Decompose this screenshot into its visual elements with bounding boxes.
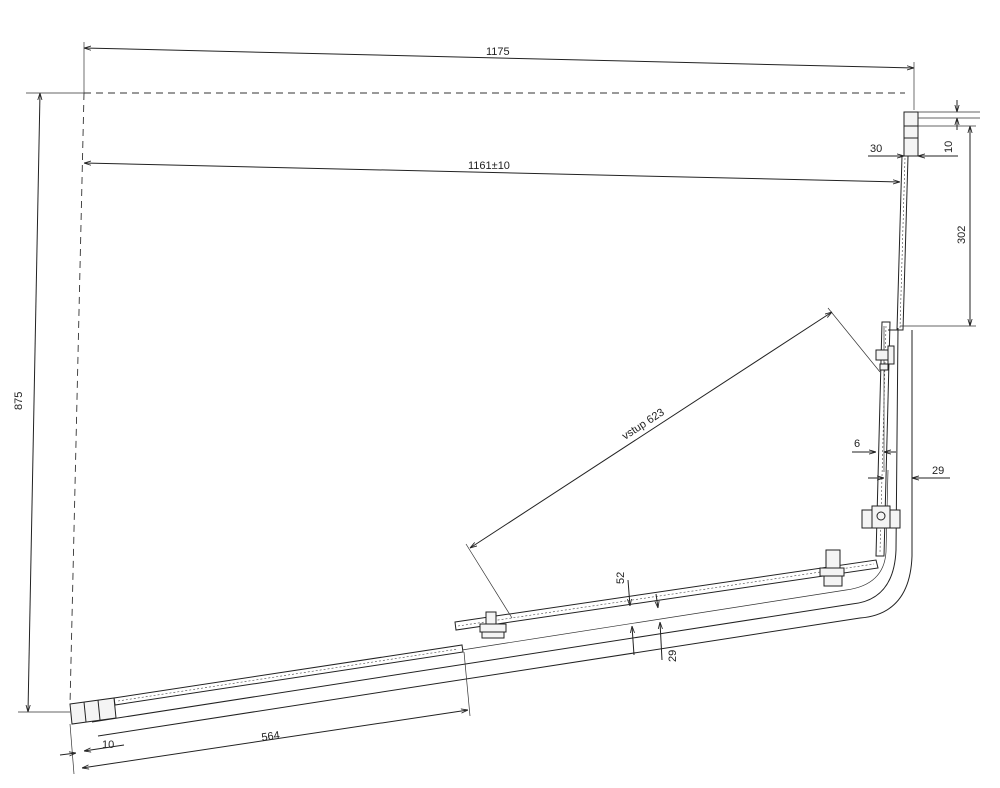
dimension-overall-width: 1175 xyxy=(83,42,915,110)
bottom-fixed-glass xyxy=(113,644,464,706)
dimension-bottom-left: 564 10 xyxy=(59,651,471,775)
right-wall-profile xyxy=(903,111,919,157)
outline-boundary xyxy=(69,92,905,706)
curved-track xyxy=(91,326,913,737)
handle-bottom-right xyxy=(819,549,845,587)
right-fixed-glass xyxy=(896,155,909,331)
dimension-52-label: 52 xyxy=(615,572,627,584)
dimension-right-depths: 6 29 xyxy=(852,438,950,478)
dimension-overall-depth: 875 xyxy=(13,92,84,713)
bottom-sliding-door xyxy=(454,559,879,631)
dimension-inner-width: 1161±10 xyxy=(84,160,900,182)
handle-upper-right xyxy=(875,329,900,371)
dimension-29-right-label: 29 xyxy=(932,465,944,477)
dimension-6-label: 6 xyxy=(854,438,860,450)
dimension-inner-width-label: 1161±10 xyxy=(468,160,510,172)
dimension-bottom-depths: 52 29 xyxy=(615,572,679,662)
dimension-564-label: 564 xyxy=(261,730,281,744)
left-wall-profile xyxy=(69,697,117,725)
dimension-right-fixed-panel: 302 xyxy=(900,125,976,327)
dimension-gap-10-bottom-label: 10 xyxy=(102,739,114,751)
handle-mid-right xyxy=(861,505,901,529)
dimension-top-right: 30 10 xyxy=(868,100,980,156)
dimension-302-label: 302 xyxy=(956,226,968,244)
dimension-wall-30-label: 30 xyxy=(870,143,882,155)
dimension-overall-width-label: 1175 xyxy=(486,46,510,58)
handle-bottom-left xyxy=(479,611,507,639)
dimension-overall-depth-label: 875 xyxy=(13,392,25,410)
dimension-29-bottom-label: 29 xyxy=(667,650,679,662)
dimension-gap-10-label: 10 xyxy=(943,141,955,153)
